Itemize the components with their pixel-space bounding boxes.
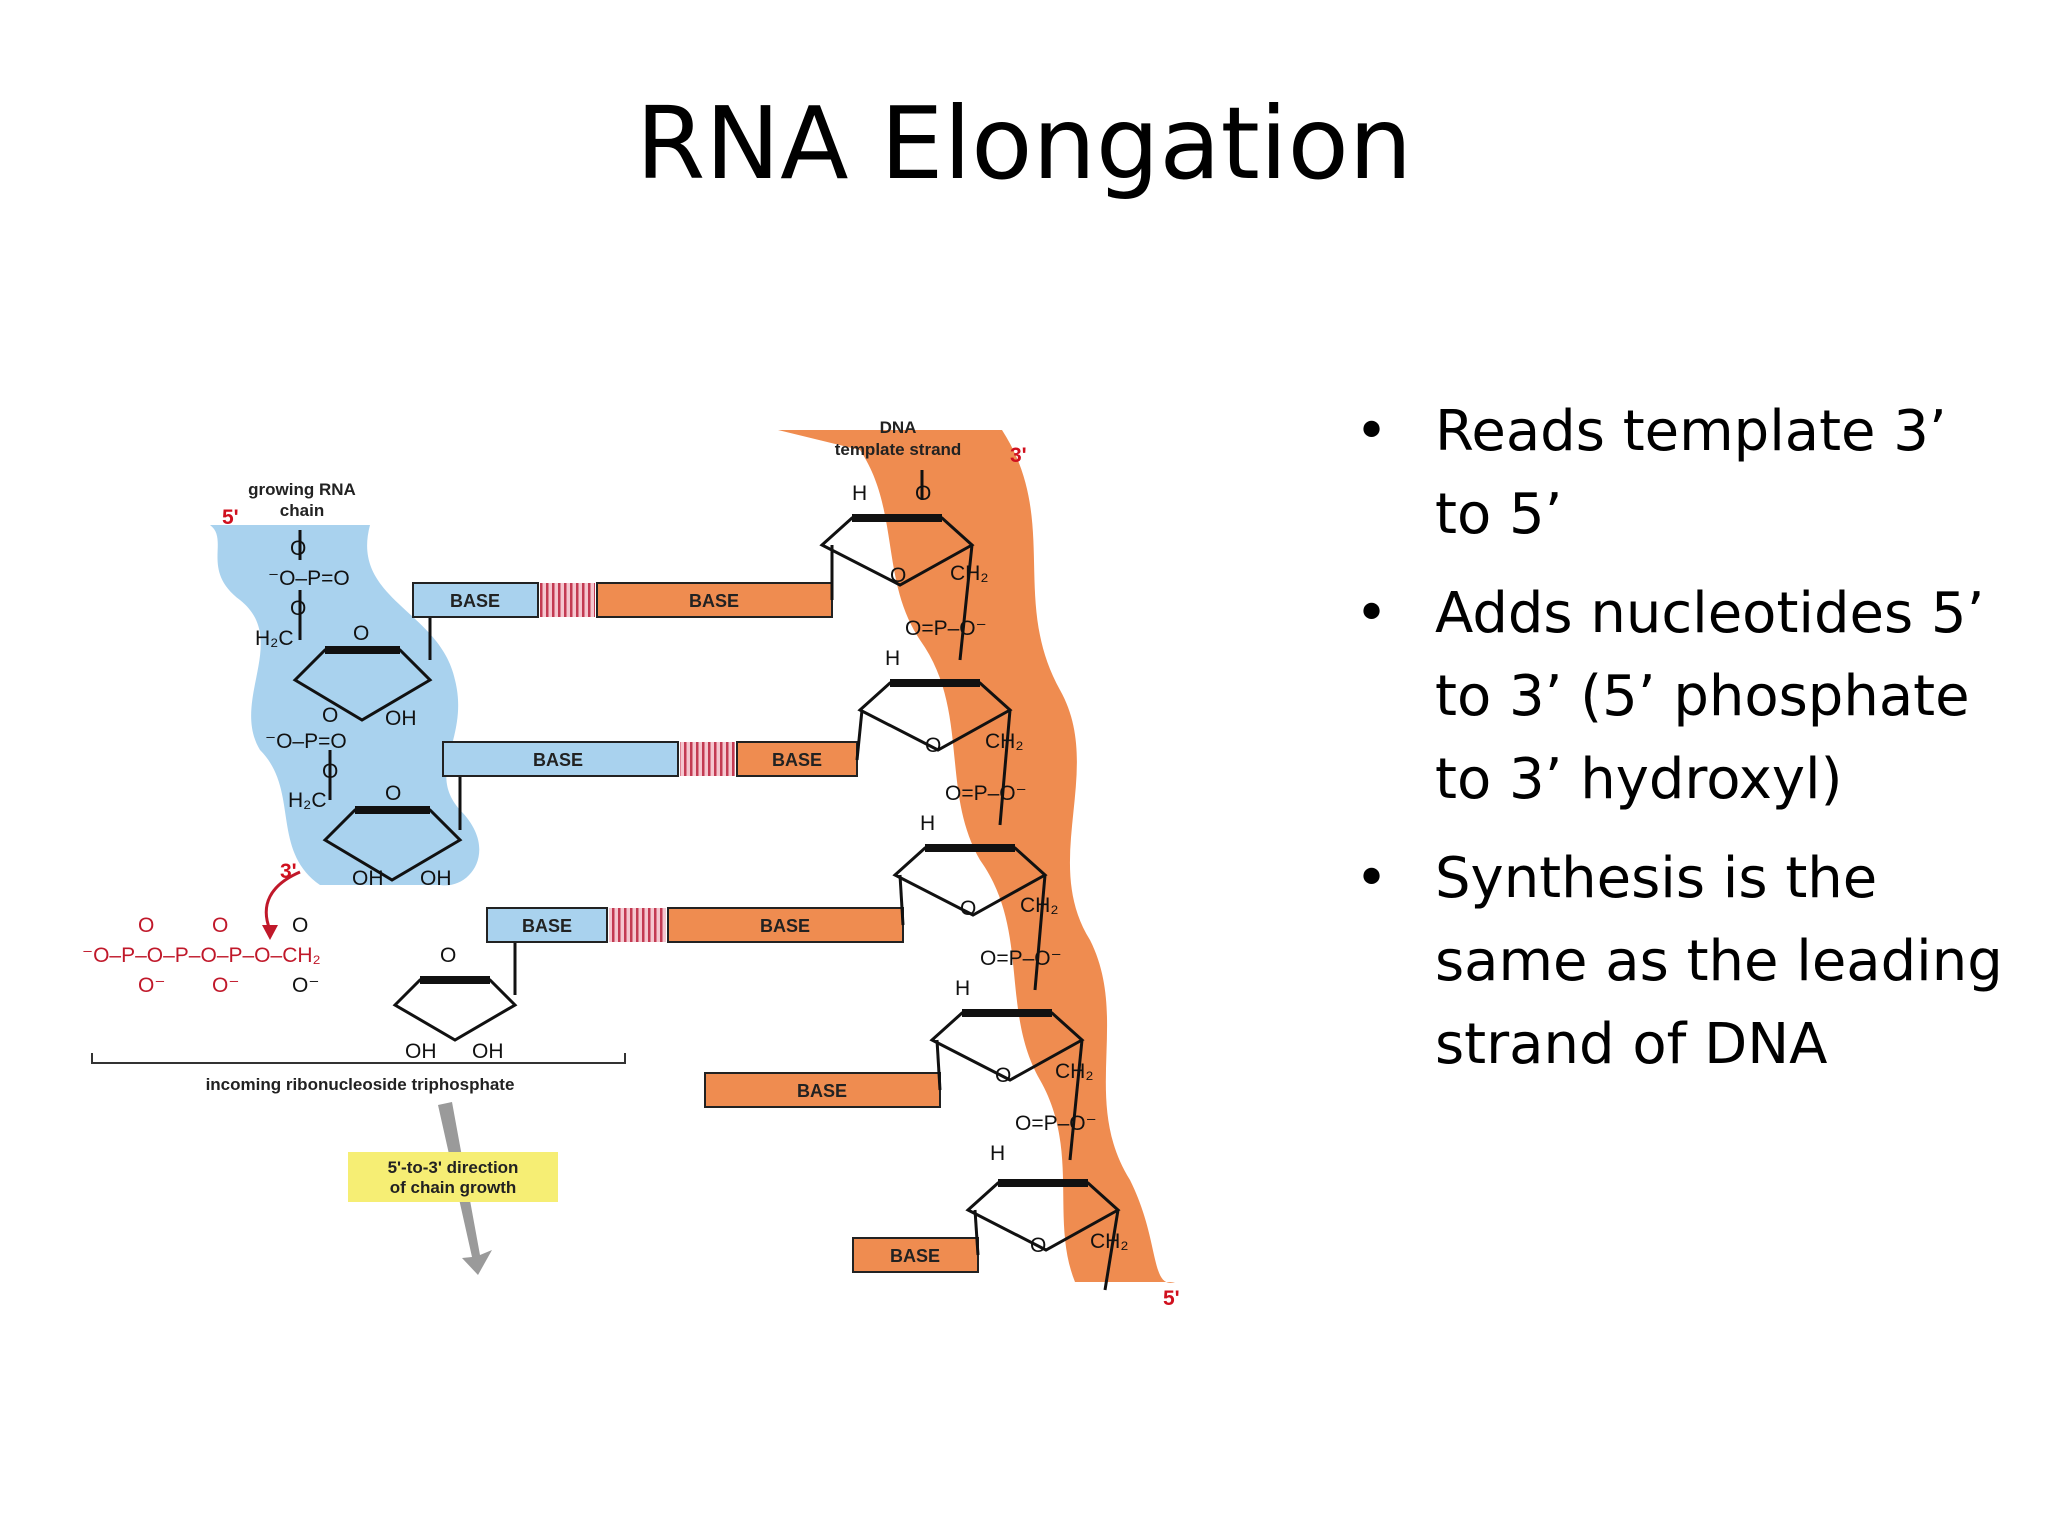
incoming-bracket <box>91 1053 626 1064</box>
atom-label: O <box>212 914 228 937</box>
atom-label: O=P–O⁻ <box>945 782 1027 805</box>
rna-growing-strand <box>210 525 480 886</box>
atom-label: ⁻O–P=O <box>268 567 350 590</box>
dna-sugar-rings <box>819 470 1121 1291</box>
atom-label: O <box>440 944 456 967</box>
dna-five-prime-label: 5' <box>1163 1287 1180 1310</box>
atom-label: O⁻ <box>212 974 239 997</box>
base-label: BASE <box>760 916 810 936</box>
atom-label: O <box>138 914 154 937</box>
base-pair-bond <box>540 583 595 617</box>
rna-base-box <box>412 582 539 618</box>
atom-label: O <box>925 734 941 757</box>
atom-label: O⁻ <box>292 974 319 997</box>
atom-label: CH₂ <box>1020 894 1058 917</box>
atom-label: CH₂ <box>985 730 1023 753</box>
base-connector <box>898 874 905 926</box>
bullet-item: • Synthesis is the same as the leading st… <box>1355 837 2015 1086</box>
base-label: BASE <box>533 750 583 770</box>
atom-label: OH <box>352 867 384 890</box>
base-pair-bond <box>680 742 735 776</box>
atom-label: O=P–O⁻ <box>980 947 1062 970</box>
atom-label: CH₂ <box>950 562 988 585</box>
atom-label: CH₂ <box>1090 1230 1128 1253</box>
atom-label: O=P–O⁻ <box>1015 1112 1097 1135</box>
dna-base-box <box>852 1237 979 1273</box>
dna-base-box <box>736 741 858 777</box>
atom-label: H <box>990 1142 1005 1165</box>
atom-label: O <box>290 537 306 560</box>
base-label: BASE <box>797 1081 847 1101</box>
atom-label: O <box>995 1064 1011 1087</box>
attack-arrow <box>264 870 301 931</box>
atom-label: O <box>322 760 338 783</box>
atom-label: O <box>322 704 338 727</box>
bullet-item: • Adds nucleotides 5’ to 3’ (5’ phosphate… <box>1355 572 2015 821</box>
base-connector <box>935 1039 942 1091</box>
bullet-item: • Reads template 3’ to 5’ <box>1355 390 2015 556</box>
atom-label: H <box>920 812 935 835</box>
rna-base-box <box>486 907 608 943</box>
atom-label: ⁻O–P=O <box>265 730 347 753</box>
base-label: BASE <box>689 591 739 611</box>
atom-label: OH <box>472 1040 504 1063</box>
atom-label: H <box>885 647 900 670</box>
bullet-dot: • <box>1355 846 1389 911</box>
dna-base-box <box>667 907 904 943</box>
direction-label-line1: 5'-to-3' direction <box>388 1158 519 1177</box>
atom-label: CH₂ <box>1055 1060 1093 1083</box>
atom-label: H₂C <box>288 789 326 812</box>
base-label: BASE <box>522 916 572 936</box>
atom-label: OH <box>385 707 417 730</box>
dna-label-line2: template strand <box>835 440 962 459</box>
triphosphate-chain: ⁻O–P–O–P–O–P–O–CH₂ <box>82 944 321 967</box>
base-connector <box>973 1209 980 1256</box>
slide-title: RNA Elongation <box>635 85 1413 202</box>
bullet-text: Reads template 3’ to 5’ <box>1435 399 1947 547</box>
bullet-list: • Reads template 3’ to 5’ • Adds nucleotid… <box>1355 390 2015 1102</box>
base-pair-bond <box>609 908 666 942</box>
atom-label: O <box>890 564 906 587</box>
atom-label: O <box>292 914 308 937</box>
base-connector <box>855 709 864 761</box>
base-label: BASE <box>772 750 822 770</box>
rna-sugar-rings <box>292 530 518 1042</box>
rna-label-line2: chain <box>280 501 324 520</box>
atom-label: O <box>353 622 369 645</box>
atom-label: H₂C <box>255 627 293 650</box>
atom-label: H <box>852 482 867 505</box>
atom-label: O=P–O⁻ <box>905 617 987 640</box>
attack-arrowhead <box>262 925 278 940</box>
bullet-dot: • <box>1355 581 1389 646</box>
atom-label: O <box>915 482 931 505</box>
incoming-label: incoming ribonucleoside triphosphate <box>206 1075 515 1094</box>
atom-label: OH <box>405 1040 437 1063</box>
atom-label: H <box>955 977 970 1000</box>
rna-base-box <box>442 741 679 777</box>
base-label: BASE <box>450 591 500 611</box>
bullet-text: Adds nucleotides 5’ to 3’ (5’ phosphate … <box>1435 581 1985 812</box>
atom-label: O <box>385 782 401 805</box>
direction-box <box>348 1152 558 1202</box>
dna-three-prime-label: 3' <box>1010 444 1027 467</box>
rna-label-line1: growing RNA <box>248 480 356 499</box>
rna-five-prime-label: 5' <box>222 506 239 529</box>
atom-label: O <box>1030 1234 1046 1257</box>
atom-label: O⁻ <box>138 974 165 997</box>
bullet-dot: • <box>1355 399 1389 464</box>
direction-label-line2: of chain growth <box>390 1178 517 1197</box>
atom-label: O <box>960 897 976 920</box>
dna-label-line1: DNA <box>880 418 917 437</box>
atom-label: O <box>290 597 306 620</box>
atom-label: OH <box>420 867 452 890</box>
bullet-text: Synthesis is the same as the leading str… <box>1435 846 2003 1077</box>
base-label: BASE <box>890 1246 940 1266</box>
dna-template-strand <box>778 430 1175 1283</box>
